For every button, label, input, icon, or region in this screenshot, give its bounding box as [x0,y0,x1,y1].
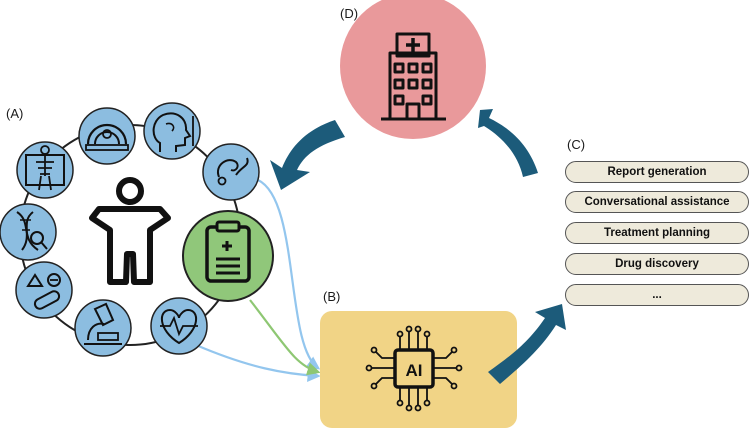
ai-model-box [320,311,517,428]
task-conversational-assistance: Conversational assistance [565,191,749,213]
ai-chip-icon [365,325,463,412]
ear-anatomy-icon [202,143,260,201]
panel-label-d: (D) [340,6,359,21]
head-profile-icon [143,102,201,160]
flow-arrow-record [249,299,321,376]
person-icon [89,177,171,285]
task-more: ... [565,284,749,306]
xray-icon [16,141,74,199]
task-treatment-planning: Treatment planning [565,222,749,244]
panel-label-a: (A) [6,106,24,121]
cycle-arrow-to-hospital [478,109,538,177]
pills-icon [15,261,73,319]
flow-arrow-ear [257,179,321,370]
heart-rate-icon [150,297,208,355]
hospital-building-icon [340,0,486,139]
cycle-arrow-to-tasks [488,304,566,384]
mri-scanner-icon [78,107,136,165]
dna-icon [0,203,57,261]
task-drug-discovery: Drug discovery [565,253,749,275]
ai-chip-label: AI [406,361,423,380]
cycle-arrow-to-records [270,120,345,190]
panel-label-b: (B) [323,289,341,304]
microscope-icon [74,299,132,357]
task-report-generation: Report generation [565,161,749,183]
panel-label-c: (C) [567,137,586,152]
clipboard-medical-record-icon [182,210,274,302]
